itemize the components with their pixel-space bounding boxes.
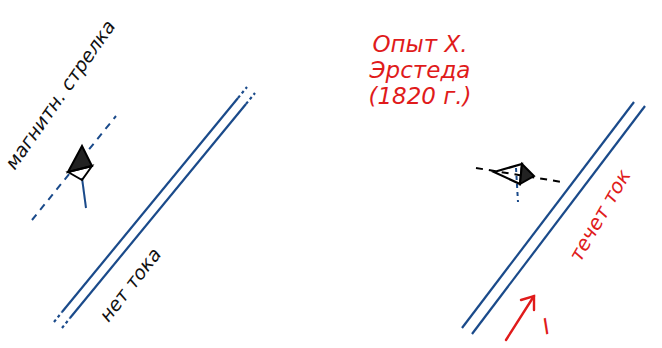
wire-label: нет тока: [95, 244, 166, 326]
diagram-title: Опыт Х. Эрстеда (1820 г.): [350, 31, 490, 110]
current-arrow: [506, 296, 534, 340]
needle-label: магнитн. стрелка: [0, 16, 119, 173]
magnetic-needle: [68, 146, 92, 208]
current-symbol: I: [538, 313, 553, 339]
wire-no-current: [54, 87, 255, 328]
needle-pivot: [516, 168, 518, 202]
needle-axis: [476, 168, 562, 182]
wire-with-current: [462, 102, 645, 334]
magnetic-needle: [494, 164, 534, 184]
